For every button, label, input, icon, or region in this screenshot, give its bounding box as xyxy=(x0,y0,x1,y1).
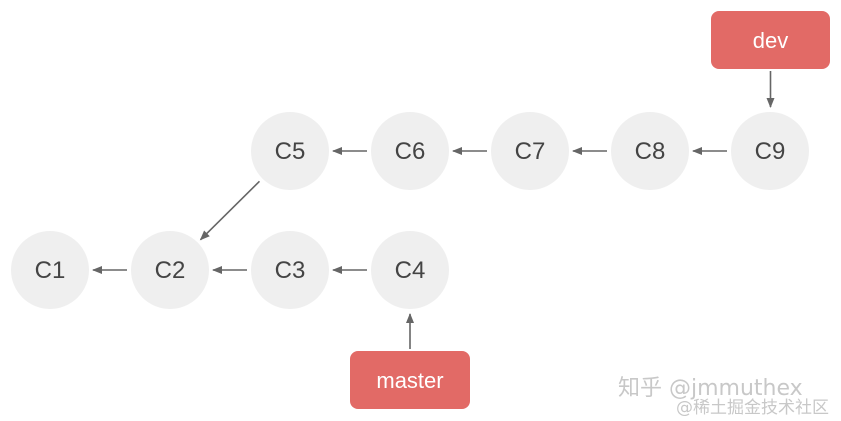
commit-circle xyxy=(11,231,89,309)
commits-layer: C1 C2 C3 C4 C5 C6 C7 C8 C9 xyxy=(11,112,809,309)
commit-circle xyxy=(251,231,329,309)
commit-node-c4: C4 xyxy=(371,231,449,309)
commit-label: C7 xyxy=(515,138,546,165)
commit-label: C8 xyxy=(635,138,666,165)
commit-node-c5: C5 xyxy=(251,112,329,190)
commit-circle xyxy=(131,231,209,309)
edges-layer xyxy=(92,147,727,274)
commit-circle xyxy=(611,112,689,190)
commit-label: C2 xyxy=(155,257,186,284)
commit-circle xyxy=(731,112,809,190)
commit-node-c6: C6 xyxy=(371,112,449,190)
commit-label: C6 xyxy=(395,138,426,165)
commit-node-c7: C7 xyxy=(491,112,569,190)
branch-dev: dev xyxy=(711,11,830,69)
commit-node-c3: C3 xyxy=(251,231,329,309)
commit-node-c8: C8 xyxy=(611,112,689,190)
edge-c5-to-c2 xyxy=(199,180,261,241)
branch-box xyxy=(350,351,470,409)
watermark-zhihu: 知乎 @jmmuthex xyxy=(618,376,803,401)
commit-node-c1: C1 xyxy=(11,231,89,309)
branches-layer: dev master xyxy=(350,11,830,409)
branch-label: master xyxy=(376,368,443,393)
commit-node-c2: C2 xyxy=(131,231,209,309)
commit-label: C9 xyxy=(755,138,786,165)
commit-label: C3 xyxy=(275,257,306,284)
commit-label: C5 xyxy=(275,138,306,165)
branch-master: master xyxy=(350,351,470,409)
commit-label: C1 xyxy=(35,257,66,284)
branch-box xyxy=(711,11,830,69)
branch-label: dev xyxy=(753,28,788,53)
commit-circle xyxy=(371,231,449,309)
commit-circle xyxy=(371,112,449,190)
watermark-juejin: @稀土掘金技术社区 xyxy=(676,398,829,418)
commit-label: C4 xyxy=(395,257,426,284)
commit-node-c9: C9 xyxy=(731,112,809,190)
commit-circle xyxy=(491,112,569,190)
commit-circle xyxy=(251,112,329,190)
